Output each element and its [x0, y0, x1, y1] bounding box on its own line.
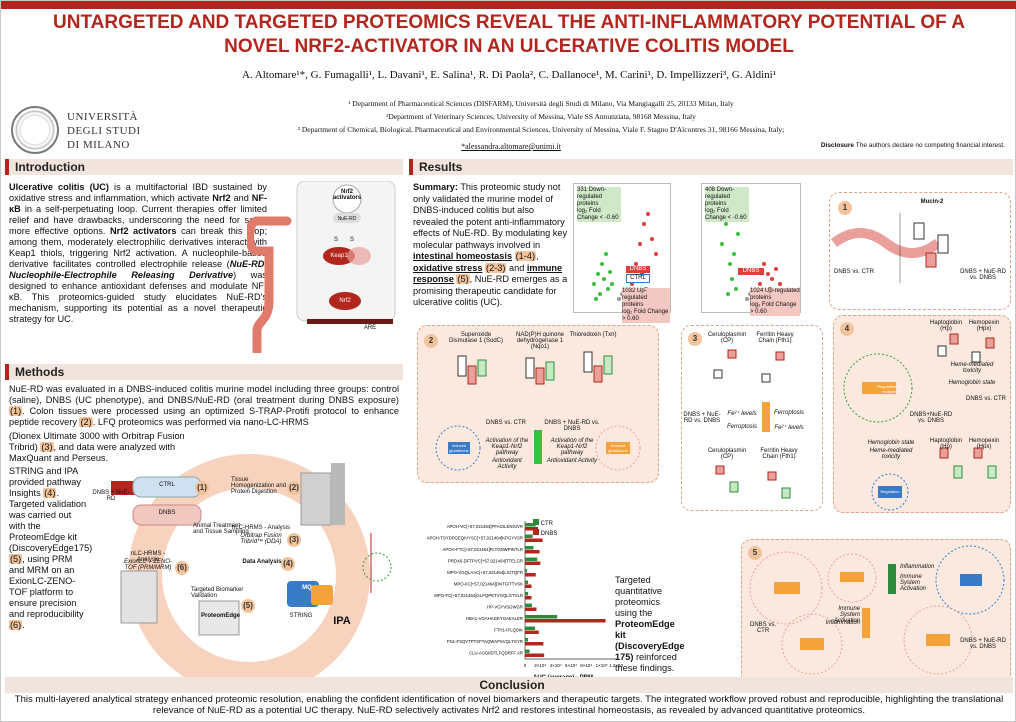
contact-email[interactable]: *alessandra.altomare@unimi.it: [461, 142, 561, 151]
x-tick-label: 4×10⁴: [550, 663, 562, 668]
bar-ctr: [525, 534, 533, 538]
x-tick-label: 8×10⁴: [580, 663, 592, 668]
panel-5-immune: 5 Inflammation Immune System Activation …: [741, 539, 1011, 687]
bar-dnbs: [525, 607, 537, 611]
bar-dnbs: [525, 561, 541, 565]
category-label: FN1-FSQVTPTSFTAQWAPSVQLTGYR: [447, 639, 523, 644]
intro-figure: Nrf2 activators NuE-RD S S Keap1 Nrf2 AR…: [245, 180, 399, 356]
bar-ctr: [525, 649, 530, 653]
conclusion-heading: Conclusion: [5, 677, 1013, 693]
bar-ctr: [525, 615, 558, 619]
poster-title: UNTARGETED AND TARGETED PROTEOMICS REVEA…: [53, 12, 965, 57]
panel-3-iron: 3 Ceruloplasmin (CP) Ferritin Heavy Chai…: [681, 325, 823, 511]
university-seal-icon: [11, 106, 59, 154]
category-label: FTH1-IFLQDIK: [494, 628, 523, 633]
affiliation-2: ²Department of Veterinary Sciences, Univ…: [386, 112, 696, 121]
methods-text-left: (Dionex Ultimate 3000 with Orbitrap Fusi…: [9, 431, 185, 463]
x-tick-label: 0: [524, 663, 527, 668]
legend-ctr: CTR: [533, 519, 553, 527]
methods-text-narrow: STRING and IPA provided pathway Insights…: [9, 466, 93, 630]
bar-dnbs: [525, 573, 536, 577]
top-bar: [1, 1, 1016, 9]
author-list: A. Altomare¹*, G. Fumagalli¹, L. Davani¹…: [241, 69, 777, 81]
panel-2-oxidative: 2 Superoxide Dismutase 1 (SodC) NAD(P)H …: [417, 325, 659, 483]
bar-ctr: [525, 592, 529, 596]
bar-dnbs: [525, 642, 544, 646]
bar-ctr: [525, 523, 536, 527]
category-label: CLU-ASGIIDTLFQDRFF AR: [469, 651, 523, 656]
methods-workflow-figure: DNBS + NuE-RD CTRL DNBS (1) Animal Treat…: [91, 433, 403, 696]
introduction-text: Ulcerative colitis (UC) is a multifactor…: [9, 182, 268, 324]
bar-dnbs: [525, 653, 545, 657]
bar-ctr: [525, 626, 535, 630]
methods-text-top: NuE-RD was evaluated in a DNBS-induced c…: [9, 384, 399, 427]
bar-ctr: [525, 557, 538, 561]
targeted-note: Targeted quantitative proteomics using t…: [615, 575, 685, 673]
category-label: MPO-VGQLAAC[+57,021464]LIGTQFR: [447, 570, 523, 575]
bar-dnbs: [525, 584, 532, 588]
category-label: APOH-VC[+57,021464]PFAGILENGIVR: [447, 524, 523, 529]
category-label: APOH-TSYDPGEQIVYSC[+57,021464]KPGYVSR: [427, 536, 523, 541]
bar-dnbs: [525, 527, 539, 531]
bar-ctr: [525, 638, 529, 642]
x-tick-label: 1.2×10⁵: [609, 663, 623, 668]
bar-ctr: [525, 569, 527, 573]
affiliation-3: ³ Department of Chemical, Biological, Ph…: [297, 125, 785, 134]
panel-1-mucin: 1 Mucin-2 DNBS vs. CTR DNBS + NuE-RD vs.…: [829, 192, 1011, 310]
bar-ctr: [525, 603, 532, 607]
category-label: PRDX6-DFTPVC[+57,021464]TTELGR: [448, 559, 523, 564]
bar-dnbs: [525, 619, 606, 623]
results-summary: Summary: This proteomic study not only v…: [413, 182, 568, 307]
affiliation-1: ¹ Department of Pharmaceutical Sciences …: [348, 99, 734, 108]
category-label: MPO-FC[+57,021464]GLPQPETVGQLGTVLR: [434, 593, 523, 598]
x-tick-label: 1×10⁵: [596, 663, 608, 668]
panel-4-heme: 4 Haptoglobin (Hp) Hemopexin (Hpx) Regul…: [833, 315, 1011, 513]
category-label: HP-VGYVSGWGR: [487, 605, 523, 610]
legend-dnbs: DNBS: [533, 529, 557, 537]
bar-dnbs: [525, 538, 543, 542]
category-label: HBA1-VGAHAGEYGAEALER: [466, 616, 523, 621]
methods-heading: Methods: [5, 364, 403, 380]
prm-bar-chart: APOH-VC[+57,021464]PFAGILENGIVR APOH-TSYD…: [413, 515, 625, 687]
x-tick-label: 2×10⁴: [534, 663, 546, 668]
results-heading: Results: [409, 159, 1013, 175]
bar-ctr: [525, 580, 529, 584]
conclusion-text: This multi-layered analytical strategy e…: [14, 694, 1004, 716]
introduction-heading: Introduction: [5, 159, 403, 175]
disclosure: Disclosure The authors declare no compet…: [820, 142, 1005, 149]
bar-dnbs: [525, 630, 539, 634]
category-label: MPO-IIC[+57,021464]DNTGITTVSK: [454, 582, 523, 587]
x-tick-label: 6×10⁴: [565, 663, 577, 668]
bar-ctr: [525, 546, 534, 550]
category-label: APOH-FTC[+57,021464]PLTGNWPINTLR: [442, 547, 523, 552]
bar-dnbs: [525, 596, 532, 600]
bar-dnbs: [525, 550, 540, 554]
